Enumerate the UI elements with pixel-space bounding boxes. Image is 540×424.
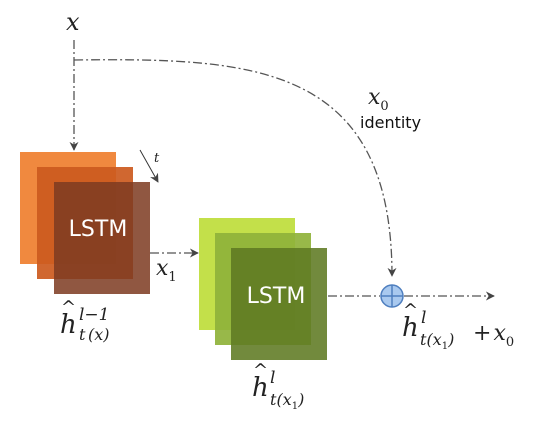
input-label: x [66,8,80,36]
svg-text:^: ^ [403,300,418,321]
previous-layer-output-label: h ^ l−1 t (x) [60,297,110,344]
lstm-stack-current-layer: LSTM [199,218,327,360]
subscript-argument: t(x1) [270,390,304,412]
lstm-layer-front [231,248,327,360]
time-label: t [154,151,160,166]
hat-h: h [402,313,419,343]
hat-h: h [60,310,77,340]
svg-text:^: ^ [61,297,76,318]
plus-x0: +x0 [473,321,514,350]
identity-label: identity [360,113,421,132]
superscript: l [421,308,426,328]
superscript: l [270,368,275,388]
lstm1-label: LSTM [69,217,128,242]
identity-skip-arrow [73,59,397,277]
lstm-layer-front [54,182,150,294]
skip-label: x0 [368,85,389,114]
superscript: l−1 [79,305,110,325]
svg-text:^: ^ [253,360,268,381]
result-label: h ^ l t(x1) +x0 [402,300,514,352]
current-layer-output-label: h ^ l t(x1) [252,360,304,412]
lstm2-label: LSTM [247,284,306,309]
sum-node [380,284,404,308]
lstm-stack-previous-layer: LSTM [20,152,150,294]
subscript-argument: t(x1) [420,330,454,352]
subscript: t [79,325,86,344]
time-arrow [139,149,159,183]
hat-h: h [252,373,269,403]
argument: (x) [88,325,110,344]
mid-label: x1 [156,256,177,285]
